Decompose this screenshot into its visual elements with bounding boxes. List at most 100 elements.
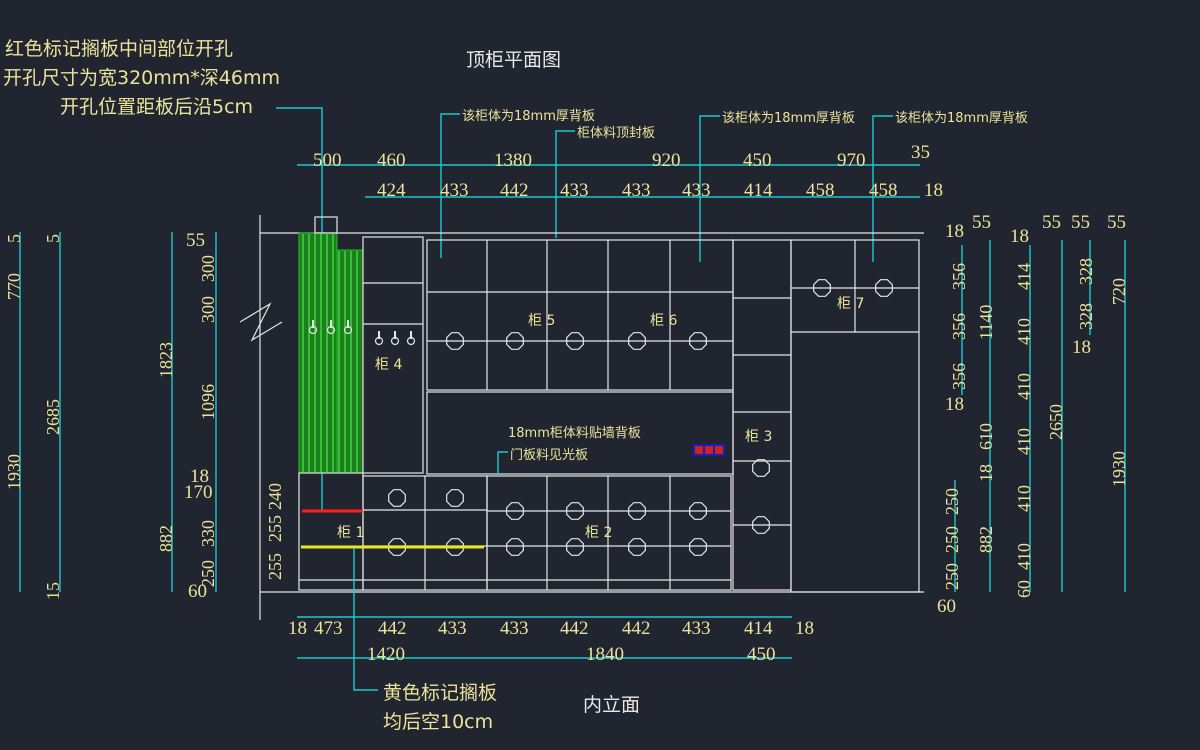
hook-icon [390, 336, 400, 346]
dim-top2-6: 414 [744, 180, 773, 201]
dim-top2-2: 442 [500, 180, 529, 201]
dim-top2-1: 433 [440, 180, 469, 201]
knob-icon [506, 332, 524, 350]
label-cabinet-7: 柜 7 [837, 296, 864, 312]
top-notch [314, 216, 338, 234]
knob-icon [506, 502, 524, 520]
knob-icon [752, 516, 770, 534]
dim-ra-250a: 250 [942, 488, 962, 515]
dim-fl-1930: 1930 [4, 454, 24, 490]
dim-left-1096: 1096 [198, 384, 218, 420]
label-cabinet-2: 柜 2 [585, 525, 612, 541]
dim-bot-5: 442 [560, 618, 589, 639]
dim-bot-8: 414 [744, 618, 773, 639]
dim-fl-15: 15 [43, 582, 63, 600]
dim-left-255b: 255 [265, 515, 285, 542]
knob-icon [875, 279, 893, 297]
label-cabinet-6: 柜 6 [650, 313, 677, 329]
leader-back-panel-1 [440, 113, 460, 258]
knob-icon [689, 538, 707, 556]
dim-rc-410a: 410 [1014, 318, 1034, 345]
dim-rc-414: 414 [1014, 263, 1034, 290]
dim-right-b-55: 55 [972, 212, 991, 233]
knob-icon [752, 459, 770, 477]
dim-bot-4: 433 [500, 618, 529, 639]
note-back-panel-1: 该柜体为18mm厚背板 [462, 109, 595, 124]
note-red-line-3: 开孔位置距板后沿5cm [60, 96, 253, 118]
note-top-seal: 柜体料顶封板 [577, 126, 655, 141]
dim-top2-8: 458 [869, 180, 898, 201]
knob-icon [506, 538, 524, 556]
dim-rd-2650: 2650 [1046, 404, 1066, 440]
dim-right-f-55: 55 [1107, 212, 1126, 233]
dim-rf-720: 720 [1109, 278, 1129, 305]
cabinet-4 [362, 236, 424, 474]
knob-icon [446, 332, 464, 350]
note-yellow-line-1: 黄色标记搁板 [383, 682, 497, 704]
knobs [388, 279, 893, 556]
label-cabinet-3: 柜 3 [745, 429, 772, 445]
knob-icon [628, 502, 646, 520]
dim-rb-18: 18 [976, 464, 996, 482]
dim-top-920: 920 [652, 150, 681, 171]
dim-top-1380: 1380 [494, 150, 532, 171]
knob-icon [566, 332, 584, 350]
dim-bot-7: 433 [682, 618, 711, 639]
dim-top2-0: 424 [377, 180, 406, 201]
dim-right-e-18: 18 [1072, 337, 1091, 358]
leader-top-seal [555, 130, 575, 238]
note-red-line-1: 红色标记搁板中间部位开孔 [5, 38, 233, 60]
dim-fl-5: 5 [4, 234, 24, 243]
dim-rb-882: 882 [976, 526, 996, 553]
hook-icon [343, 325, 353, 335]
dim-fl-2685: 2685 [43, 399, 63, 435]
dim-ra-356a: 356 [949, 263, 969, 290]
dim-top2-4: 433 [622, 180, 651, 201]
knob-icon [388, 489, 406, 507]
dim-re-328b: 328 [1076, 303, 1096, 330]
dim-top-460: 460 [377, 150, 406, 171]
knob-icon [388, 538, 406, 556]
dimension-lines [19, 164, 1126, 659]
hooks [308, 320, 416, 346]
dim-right-a-18b: 18 [945, 394, 964, 415]
dim-left-55: 55 [186, 230, 205, 251]
note-door-panel: 门板料见光板 [510, 448, 588, 463]
note-back-panel-3: 该柜体为18mm厚背板 [895, 111, 1028, 126]
dim-top-500: 500 [313, 150, 342, 171]
knob-icon [813, 279, 831, 297]
dim-rc-410e: 410 [1014, 543, 1034, 570]
knob-icon [628, 332, 646, 350]
dim-left-255a: 255 [265, 553, 285, 580]
dim-bot2-1420: 1420 [367, 644, 405, 665]
dim-fl-5b: 5 [43, 234, 63, 243]
dim-right-60: 60 [937, 596, 956, 617]
note-yellow-line-2: 均后空10cm [383, 711, 493, 733]
cabinet-3 [732, 239, 792, 591]
leader-yellow-note [353, 548, 378, 691]
dim-bot-2: 442 [378, 618, 407, 639]
dim-bot-3: 433 [438, 618, 467, 639]
dim-bot2-450: 450 [747, 644, 776, 665]
dim-top2-3: 433 [560, 180, 589, 201]
knob-icon [446, 538, 464, 556]
dim-left-250: 250 [198, 560, 218, 587]
dim-rc-60: 60 [1014, 580, 1034, 598]
dim-ra-356b: 356 [949, 313, 969, 340]
dim-bot2-1840: 1840 [586, 644, 624, 665]
cabinet-2 [486, 475, 732, 591]
hatch-panel [298, 232, 364, 474]
dim-re-328a: 328 [1076, 258, 1096, 285]
note-back-panel-2: 该柜体为18mm厚背板 [722, 111, 855, 126]
hook-icon [406, 336, 416, 346]
dim-top-450: 450 [743, 150, 772, 171]
leader-back-panel-2 [699, 115, 720, 262]
dim-rc-410b: 410 [1014, 373, 1034, 400]
dim-left-882: 882 [156, 525, 176, 552]
dim-left-300a: 300 [198, 255, 218, 282]
dim-left-170: 170 [184, 482, 213, 503]
shelves [299, 240, 919, 590]
socket-icon [693, 444, 725, 456]
dim-rf-1930: 1930 [1109, 451, 1129, 487]
dim-rb-1140: 1140 [976, 305, 996, 340]
